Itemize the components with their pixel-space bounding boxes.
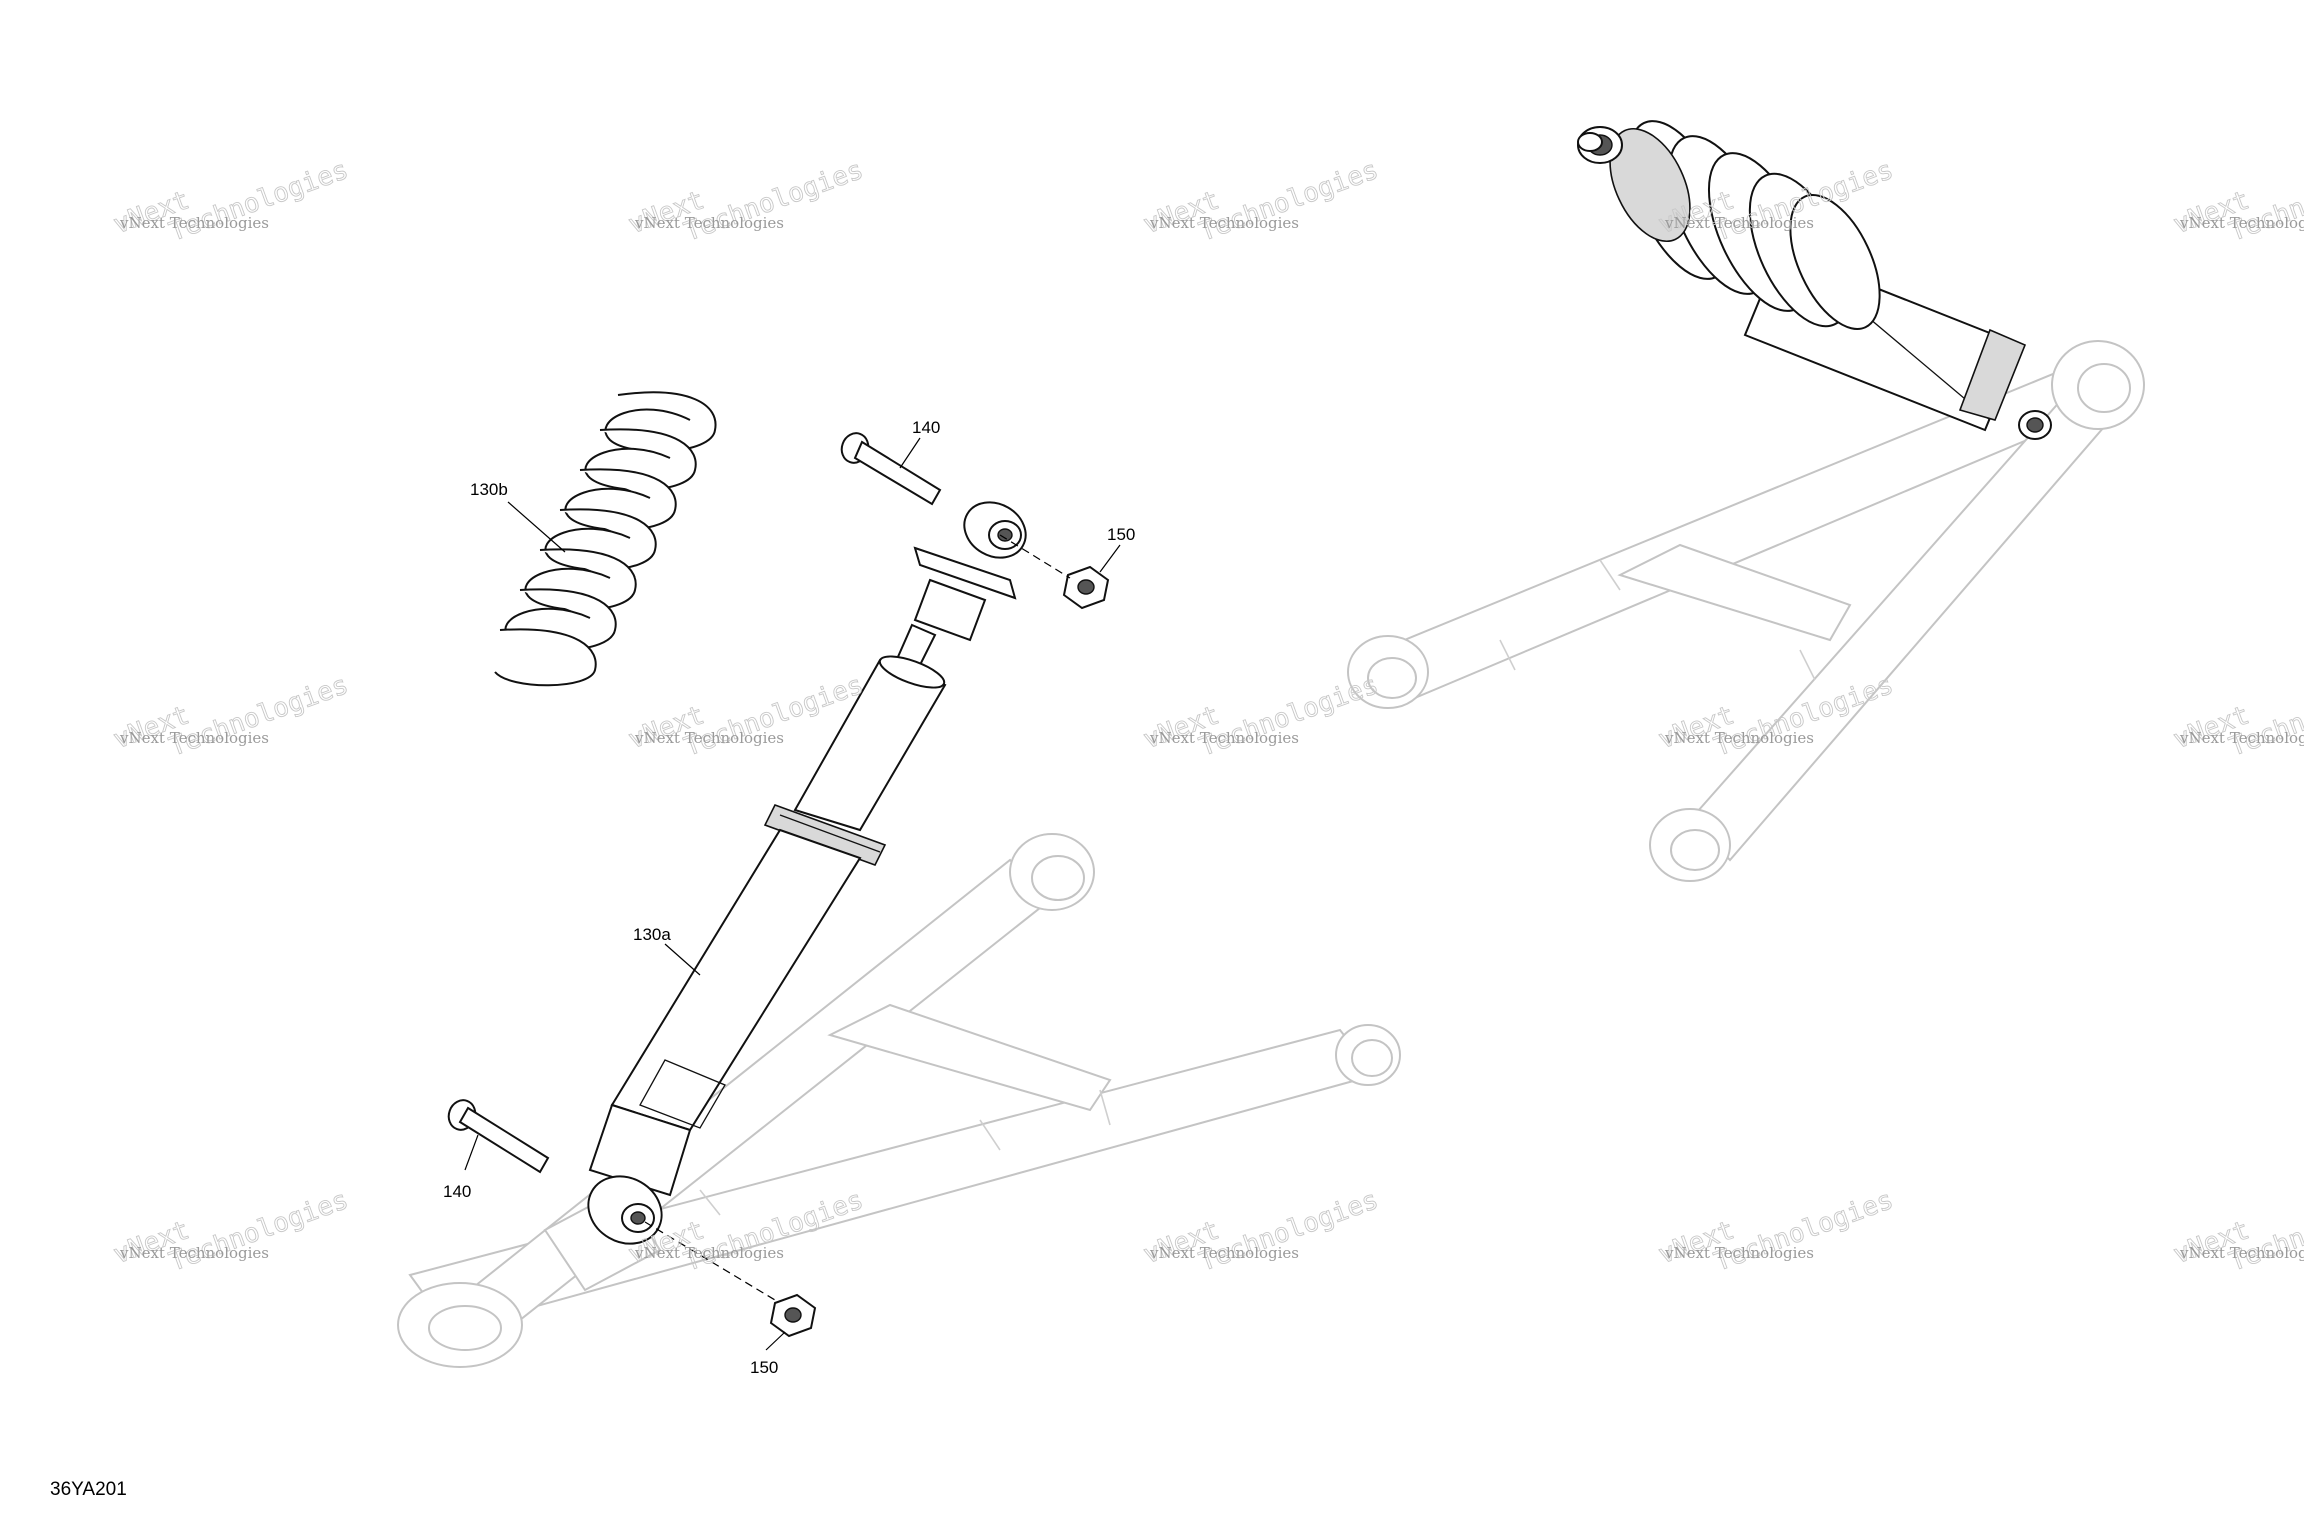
watermark-text-small: vNext Technologies bbox=[634, 729, 784, 747]
callout-bolt-top: 140 bbox=[912, 418, 940, 437]
callout-spring: 130b bbox=[470, 480, 508, 499]
assembled-shock-right bbox=[1577, 120, 2052, 440]
bolt-top bbox=[840, 432, 942, 506]
watermark-text-technologies: Technologies bbox=[1195, 1185, 1382, 1277]
watermark-text-small: vNext Technologies bbox=[2179, 729, 2304, 747]
leader-bolt-top bbox=[899, 437, 921, 469]
watermark-text-technologies: Technologies bbox=[165, 155, 352, 247]
nut-bottom bbox=[769, 1293, 817, 1338]
leader-nut-top bbox=[1099, 544, 1121, 573]
bolt-bottom bbox=[447, 1099, 550, 1174]
watermark-text-technologies: Technologies bbox=[1195, 155, 1382, 247]
leader-spring bbox=[507, 501, 566, 553]
lower-a-arm-ghost-right bbox=[1347, 340, 2145, 882]
callout-nut-bottom: 150 bbox=[750, 1358, 778, 1377]
leader-bolt-bottom bbox=[464, 1134, 479, 1171]
shock-absorber bbox=[587, 501, 1027, 1245]
leader-shock bbox=[664, 943, 701, 976]
watermark-text-small: vNext Technologies bbox=[1149, 729, 1299, 747]
nut-top bbox=[1062, 565, 1110, 610]
callout-shock: 130a bbox=[633, 925, 671, 944]
leader-nut-bottom bbox=[765, 1331, 786, 1351]
callout-nut-top: 150 bbox=[1107, 525, 1135, 544]
watermark-text-small: vNext Technologies bbox=[2179, 1244, 2304, 1262]
watermark-text-technologies: Technologies bbox=[1195, 670, 1382, 762]
coil-spring bbox=[494, 391, 717, 687]
watermark-text-technologies: Technologies bbox=[1710, 1185, 1897, 1277]
axis-line-top bbox=[999, 534, 1071, 579]
watermark-text-technologies: Technologies bbox=[680, 155, 867, 247]
watermark-text-technologies: Technologies bbox=[165, 1185, 352, 1277]
watermark-text-small: vNext Technologies bbox=[1664, 1244, 1814, 1262]
watermark-text-small: vNext Technologies bbox=[119, 214, 269, 232]
watermark-text-small: vNext Technologies bbox=[634, 1244, 784, 1262]
watermark-text-small: vNext Technologies bbox=[2179, 214, 2304, 232]
watermark-text-technologies: Technologies bbox=[165, 670, 352, 762]
watermark-text-small: vNext Technologies bbox=[119, 729, 269, 747]
watermark-text-small: vNext Technologies bbox=[634, 214, 784, 232]
watermark-text-small: vNext Technologies bbox=[1149, 214, 1299, 232]
lower-a-arm-ghost-left bbox=[397, 833, 1401, 1368]
watermark-text-small: vNext Technologies bbox=[1664, 729, 1814, 747]
watermark-text-small: vNext Technologies bbox=[1149, 1244, 1299, 1262]
callout-bolt-bottom: 140 bbox=[443, 1182, 471, 1201]
watermark-text-small: vNext Technologies bbox=[1664, 214, 1814, 232]
sheet-identifier: 36YA201 bbox=[50, 1479, 127, 1500]
watermark-text-small: vNext Technologies bbox=[119, 1244, 269, 1262]
